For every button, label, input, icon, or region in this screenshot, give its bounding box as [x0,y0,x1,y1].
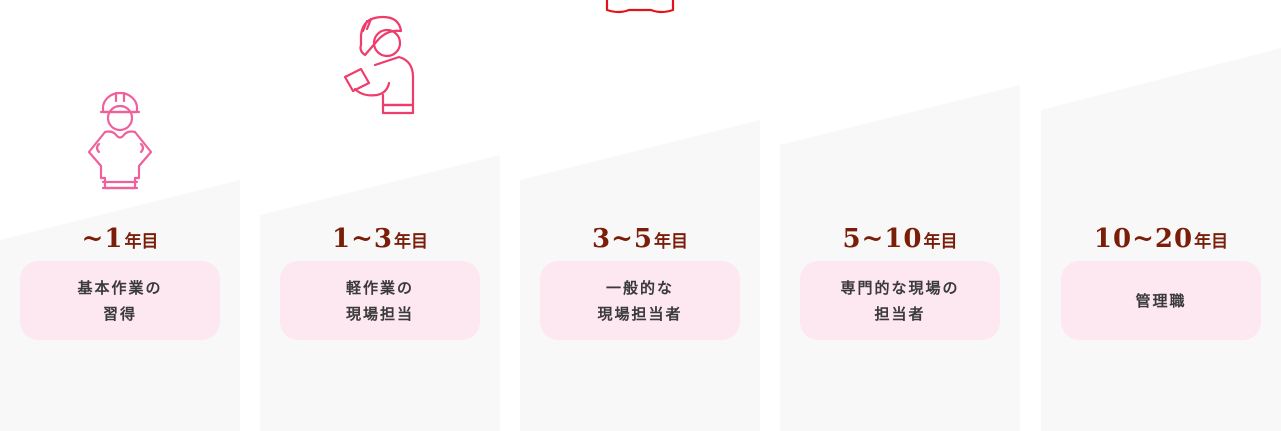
worker-holding-document-icon [325,5,435,120]
role-label: 管理職 [1135,291,1187,310]
stage-years: 5~10年目 [780,226,1020,252]
years-range: 5~10 [842,224,923,254]
years-unit: 年目 [1194,232,1229,252]
years-range: 3~5 [592,224,653,254]
role-badge: 専門的な現場の 担当者 [800,261,1000,340]
years-unit: 年目 [653,232,688,252]
years-range: 1~3 [332,224,393,254]
card-background [1041,48,1281,431]
years-unit: 年目 [393,232,428,252]
stage-years: 10~20年目 [1041,226,1281,252]
role-label: 一般的な 現場担当者 [597,278,683,323]
role-label: 軽作業の 現場担当 [345,278,414,323]
role-badge: 軽作業の 現場担当 [280,261,480,340]
years-unit: 年目 [923,232,958,252]
stage-years: 1~3年目 [260,226,500,252]
worker-reading-blueprint-icon [585,0,695,15]
card-background [780,85,1020,431]
role-badge: 一般的な 現場担当者 [540,261,740,340]
career-stage-card-1: ~1年目 基本作業の 習得 [0,91,240,431]
years-unit: 年目 [124,232,159,252]
worker-hands-on-hips-icon [65,80,175,195]
role-badge: 基本作業の 習得 [20,261,220,340]
years-range: ~1 [81,224,124,254]
career-stage-card-3: 3~5年目 一般的な 現場担当者 [520,0,760,431]
role-label: 基本作業の 習得 [77,278,163,323]
years-range: 10~20 [1093,224,1194,254]
career-stage-card-2: 1~3年目 軽作業の 現場担当 [260,15,500,431]
role-label: 専門的な現場の 担当者 [840,278,960,323]
role-badge: 管理職 [1061,261,1261,340]
stage-years: ~1年目 [0,226,240,252]
career-stage-card-5: 10~20年目 管理職 [1041,48,1281,431]
career-stage-card-4: 5~10年目 専門的な現場の 担当者 [780,85,1020,431]
stage-years: 3~5年目 [520,226,760,252]
